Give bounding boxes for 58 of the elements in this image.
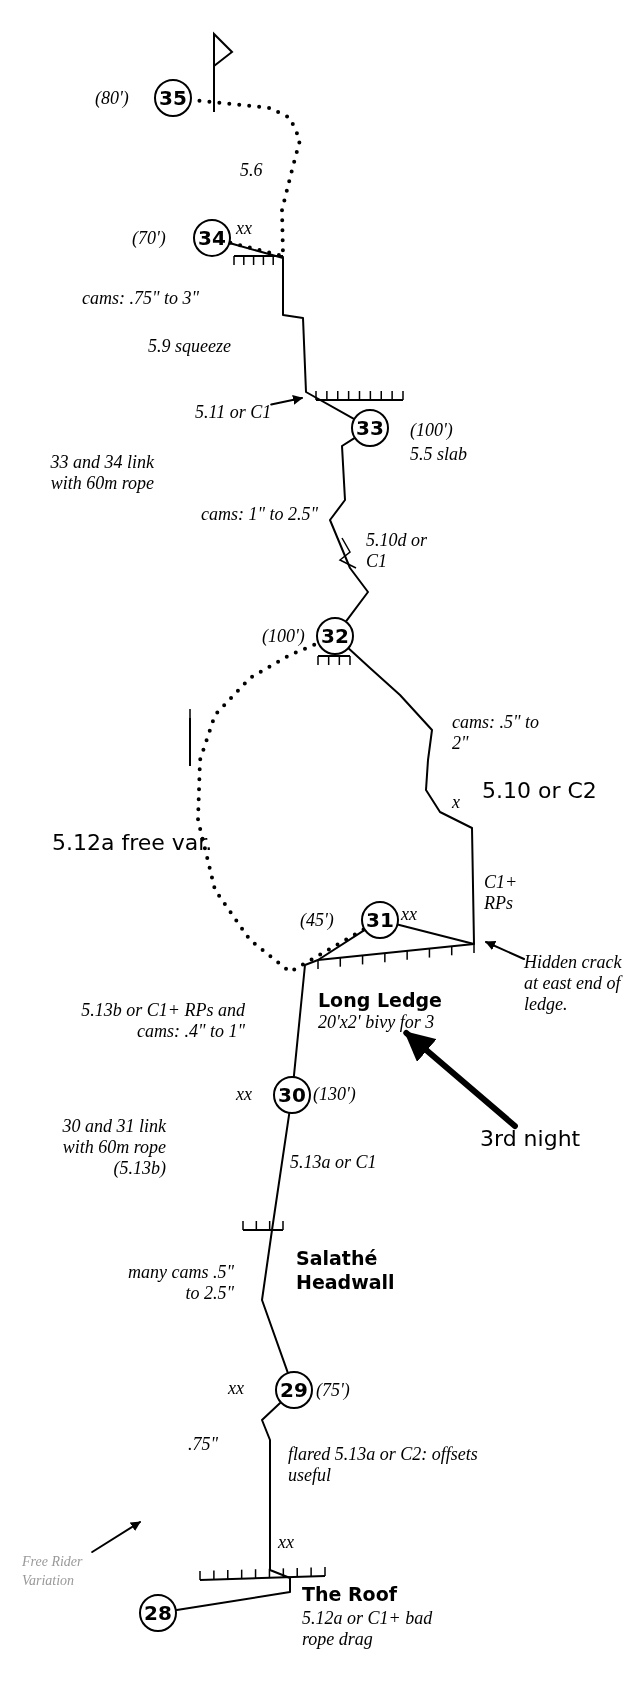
grade-text: 5.13a or C1: [290, 1152, 377, 1173]
grade-text: 5.12a free var.: [52, 830, 213, 856]
bolt-mark: xx: [236, 218, 252, 239]
note-text: Hidden crack at east end of ledge.: [524, 952, 634, 1015]
pitch-length: (70'): [132, 228, 166, 249]
route-line: [329, 437, 369, 622]
grade-text: 5.10 or C2: [482, 778, 597, 804]
gear-text: cams: .75" to 3": [82, 288, 200, 309]
route-line: [175, 1402, 291, 1611]
route-line: [229, 242, 355, 420]
note-text: 20'x2' bivy for 3: [318, 1012, 436, 1033]
bolt-mark: x: [452, 792, 460, 813]
place-name: The Roof: [302, 1582, 397, 1606]
gear-text: many cams .5" to 2.5": [126, 1262, 234, 1304]
belay-circle: 28: [139, 1594, 177, 1632]
bolt-mark: xx: [278, 1532, 294, 1553]
pitch-length: (100'): [410, 420, 453, 441]
route-line: [261, 1112, 291, 1374]
pitch-length: (130'): [313, 1084, 356, 1105]
route-line: [348, 647, 475, 945]
note-text: 33 and 34 link with 60m rope: [49, 452, 154, 494]
note-text: 3rd night: [480, 1126, 581, 1152]
grade-text: flared 5.13a or C2: offsets useful: [288, 1444, 479, 1486]
grade-text: C1+ RPs: [484, 872, 519, 914]
route-line: [292, 929, 365, 1078]
belay-circle: 34: [193, 219, 231, 257]
arrow: [485, 941, 525, 960]
grade-text: 5.10d or C1: [366, 530, 428, 572]
pitch-length: (100'): [262, 626, 305, 647]
grade-text: 5.5 slab: [410, 444, 467, 465]
arrow: [403, 1030, 518, 1129]
belay-circle: 32: [316, 617, 354, 655]
grade-text: 5.13b or C1+ RPs and cams: .4" to 1": [80, 1000, 245, 1042]
note-text: 30 and 31 link with 60m rope (5.13b): [61, 1116, 166, 1179]
belay-circle: 33: [351, 409, 389, 447]
bolt-mark: xx: [236, 1084, 252, 1105]
place-name: Long Ledge: [318, 988, 442, 1012]
bolt-mark: xx: [228, 1378, 244, 1399]
belay-circle: 31: [361, 901, 399, 939]
grade-text: 5.12a or C1+ bad rope drag: [302, 1608, 434, 1650]
pitch-length: (45'): [300, 910, 334, 931]
grade-text: 5.9 squeeze: [148, 336, 231, 357]
belay-circle: 35: [154, 79, 192, 117]
gear-text: .75": [188, 1434, 219, 1455]
arrow: [270, 394, 303, 406]
gear-text: cams: .5" to 2": [452, 712, 541, 754]
pitch-length: (75'): [316, 1380, 350, 1401]
gear-text: cams: 1" to 2.5": [200, 504, 318, 525]
route-line: [196, 641, 366, 974]
grade-text: 5.11 or C1: [195, 402, 272, 423]
belay-circle: 29: [275, 1371, 313, 1409]
pitch-length: (80'): [95, 88, 129, 109]
place-name: Salathé Headwall: [296, 1246, 396, 1294]
grade-text: 5.6: [240, 160, 263, 181]
note-text: Free Rider Variation: [22, 1552, 102, 1590]
bolt-mark: xx: [401, 904, 417, 925]
arrow: [91, 1521, 141, 1553]
belay-circle: 30: [273, 1076, 311, 1114]
